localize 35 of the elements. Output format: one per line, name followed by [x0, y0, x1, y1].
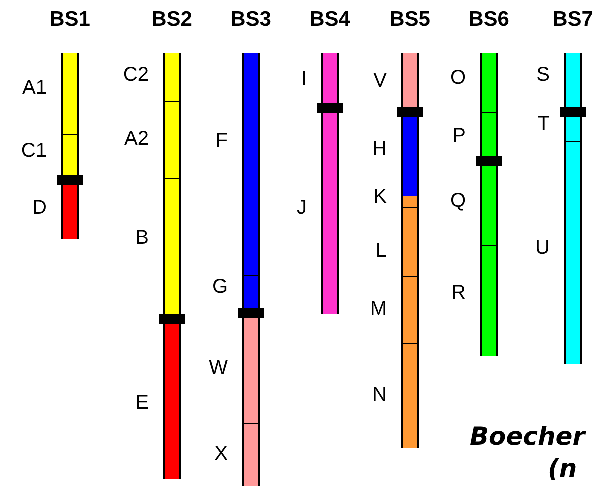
segment-label: W: [209, 358, 228, 378]
segment-label: H: [372, 139, 387, 159]
chromosome-title: BS2: [152, 9, 192, 30]
segment-label: Q: [450, 191, 466, 211]
chromosome-title: BS7: [552, 9, 594, 30]
segment-label: A1: [22, 78, 47, 98]
segment-label: L: [376, 241, 387, 261]
segment-label: V: [374, 71, 387, 91]
segment-label: F: [216, 131, 228, 151]
segment-label: D: [32, 198, 47, 218]
segment-label: K: [374, 187, 387, 207]
segment-label: S: [536, 65, 550, 85]
segment-label: J: [297, 198, 307, 218]
segment-label: R: [452, 283, 466, 303]
segment-label: O: [450, 68, 466, 88]
species-name: Boecher: [470, 424, 586, 449]
chromosome-title: BS4: [310, 9, 350, 30]
segment-label: T: [538, 114, 550, 134]
segment-label: E: [136, 393, 149, 413]
chromosome-title: BS5: [390, 9, 430, 30]
chromosome-title: BS6: [468, 9, 510, 30]
segment-label: M: [370, 299, 387, 319]
species-name: (n: [548, 456, 578, 481]
segment-label: N: [372, 385, 387, 405]
chromosome-title: BS1: [50, 9, 90, 30]
segment-label: U: [536, 238, 550, 258]
segment-label: B: [136, 228, 149, 248]
segment-label: X: [214, 444, 228, 464]
segment-label: I: [301, 69, 307, 89]
segment-label: C1: [21, 141, 47, 161]
segment-label: G: [212, 277, 228, 297]
segment-label: P: [452, 126, 466, 146]
chromosome-title: BS3: [230, 9, 272, 30]
segment-label: C2: [123, 65, 149, 85]
segment-label: A2: [124, 129, 149, 149]
